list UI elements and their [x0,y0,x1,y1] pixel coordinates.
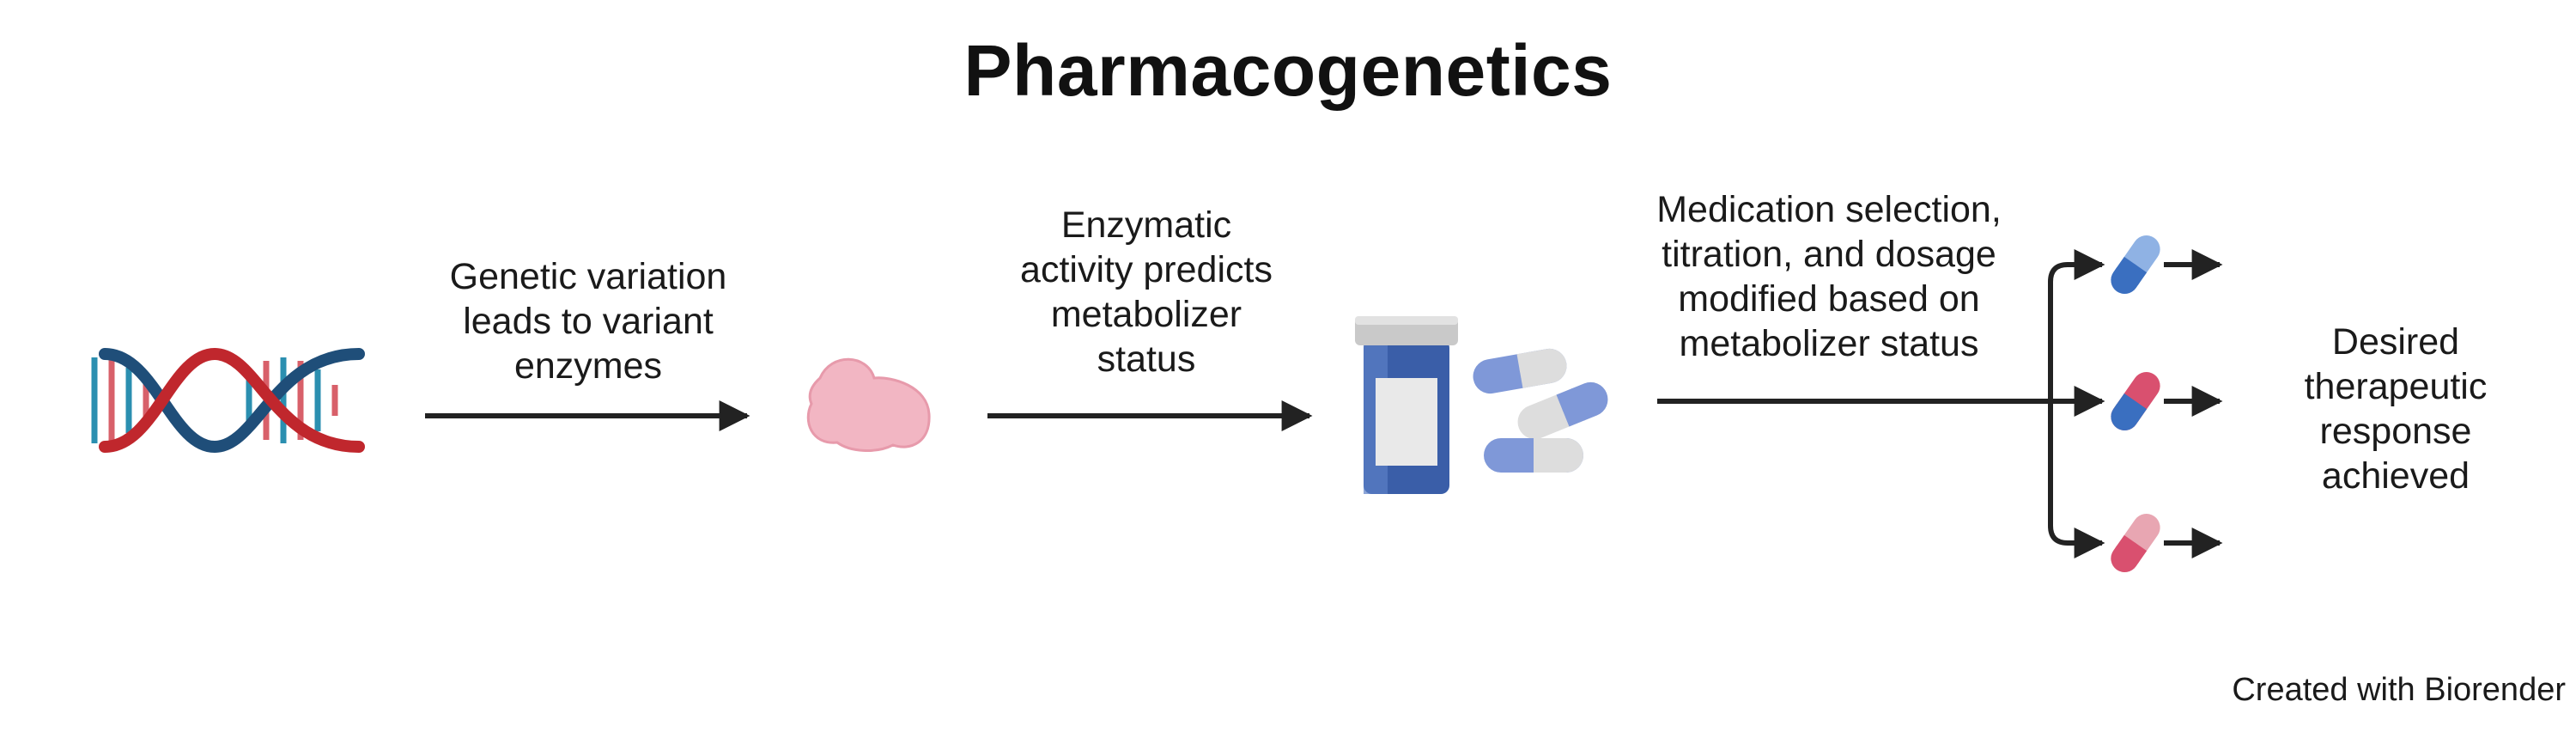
step-label-genetic-variation: Genetic variation leads to variant enzym… [449,256,727,387]
capsule-pink-icon [2111,513,2160,573]
capsule-icon [1473,348,1608,473]
step-label-enzymatic-activity: Enzymatic activity predicts metabolizer … [1020,204,1273,380]
enzyme-icon [806,357,931,452]
dna-icon [91,347,365,454]
diagram-title: Pharmacogenetics [963,30,1613,111]
pill-bottle-icon [1355,316,1458,494]
credit-text: Created with Biorender [2232,672,2566,708]
capsule-mixed-icon [2111,371,2160,431]
capsule-blue-icon [2111,235,2160,295]
arrow-branch [1657,249,2105,558]
step-label-desired-response: Desired therapeutic response achieved [2304,321,2488,497]
arrows-to-response [2164,249,2223,558]
step-label-medication-selection: Medication selection, titration, and dos… [1656,189,2002,364]
